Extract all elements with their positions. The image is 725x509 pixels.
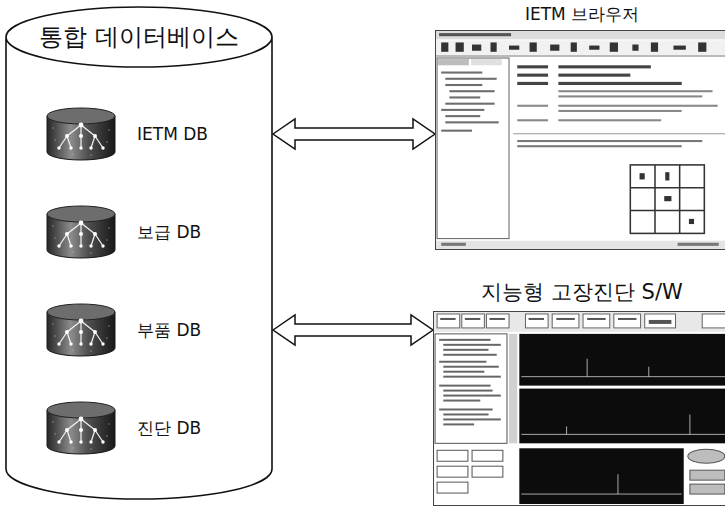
screen-capture-image: [434, 311, 725, 505]
database-icon: [47, 304, 115, 356]
db-label: 진단 DB: [137, 418, 201, 438]
db-label: 부품 DB: [137, 320, 201, 340]
database-icon: [45, 106, 117, 162]
screen-capture: 지능형 고장진단 S/W: [433, 280, 725, 506]
database-icon: [45, 204, 117, 260]
db-item: 보급 DB: [45, 203, 210, 261]
database-icon: [45, 302, 117, 358]
db-label: 보급 DB: [137, 222, 201, 242]
screen-capture-image: [435, 30, 725, 250]
db-label: IETM DB: [137, 124, 208, 144]
database-cylinder: 통합 데이터베이스 IETM DB 보급 DB 부품 DB 진단 DB: [5, 5, 273, 501]
double-arrow: [273, 119, 435, 149]
cylinder-outline: [6, 7, 272, 499]
database-icon: [47, 206, 115, 258]
db-item: 진단 DB: [45, 399, 210, 457]
screen-capture-image: [433, 311, 725, 506]
database-icon: [47, 108, 115, 160]
double-arrow: [273, 315, 433, 345]
db-item: IETM DB: [45, 105, 216, 163]
database-icon: [45, 400, 117, 456]
database-title: 통합 데이터베이스: [5, 23, 273, 52]
screen-heading: 지능형 고장진단 S/W: [433, 280, 725, 305]
screen-capture-image: [436, 31, 725, 250]
database-icon: [47, 402, 115, 454]
screen-heading: IETM 브라우저: [435, 4, 725, 24]
db-item: 부품 DB: [45, 301, 210, 359]
screen-capture: IETM 브라우저: [435, 4, 725, 250]
